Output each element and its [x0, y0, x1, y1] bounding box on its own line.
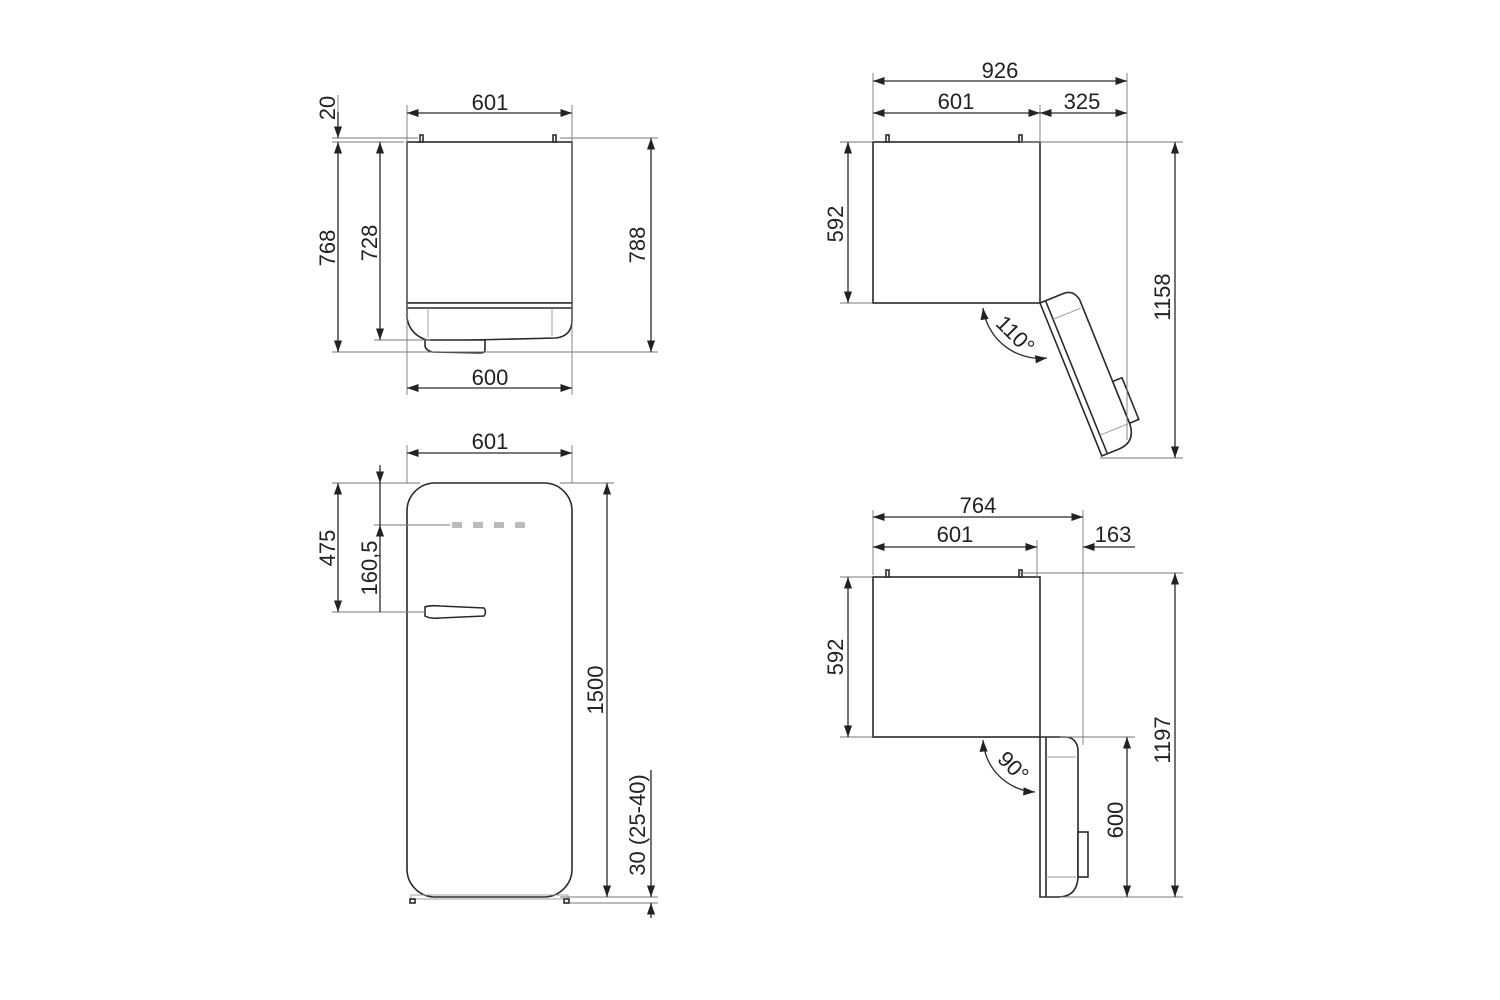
- dim-body-width: 601: [938, 89, 975, 114]
- dim-depth-total: 768: [315, 230, 340, 267]
- dim-total-width: 926: [982, 58, 1019, 83]
- dim-depth-with-hinges: 788: [625, 227, 650, 264]
- door-handle: [1077, 831, 1089, 878]
- top-view-open-110: 926 601 325 592 1158 110°: [823, 58, 1183, 459]
- dim-feet-height: 30 (25-40): [625, 774, 650, 876]
- door-handle: [1111, 376, 1140, 425]
- dim-depth-body: 728: [357, 225, 382, 262]
- opening-angle: 90°: [993, 746, 1034, 787]
- dim-logo-height: 475: [315, 530, 340, 567]
- dim-width: 601: [472, 429, 509, 454]
- open-door: [1039, 736, 1089, 898]
- extension-lines: [332, 445, 658, 904]
- fridge-outline: [406, 134, 573, 354]
- dim-depth: 592: [823, 639, 848, 676]
- dim-width-bottom: 600: [472, 365, 509, 390]
- open-door: [1038, 291, 1140, 458]
- fridge-front-outline: [406, 482, 573, 904]
- top-view-closed: 601 20 768 728 788 600: [315, 90, 658, 395]
- dim-hinge-offset: 20: [315, 96, 340, 120]
- dim-height: 1500: [583, 666, 608, 715]
- dim-total-width: 764: [960, 493, 997, 518]
- dim-door-overhang: 325: [1064, 89, 1101, 114]
- front-view: 601 475 160,5 1500 30 (25-40): [315, 429, 658, 918]
- extension-lines: [332, 95, 658, 395]
- smeg-logo: [452, 522, 525, 528]
- dim-total-depth: 1158: [1150, 273, 1175, 320]
- opening-angle: 110°: [991, 310, 1040, 359]
- dim-total-depth: 1197: [1150, 716, 1175, 763]
- angle-arc: [979, 739, 1036, 796]
- dim-body-width: 601: [937, 522, 974, 547]
- door-handle: [424, 604, 487, 620]
- dim-depth: 592: [823, 206, 848, 243]
- top-view-open-90: 764 601 163 592 1197 600 90°: [823, 493, 1183, 898]
- dim-door-depth: 600: [1103, 802, 1128, 839]
- dim-handle-height: 160,5: [357, 540, 382, 595]
- angle-arc: [980, 307, 1048, 364]
- dim-width-top: 601: [472, 90, 509, 115]
- dim-door-overhang: 163: [1095, 522, 1132, 547]
- door-handle: [424, 339, 486, 354]
